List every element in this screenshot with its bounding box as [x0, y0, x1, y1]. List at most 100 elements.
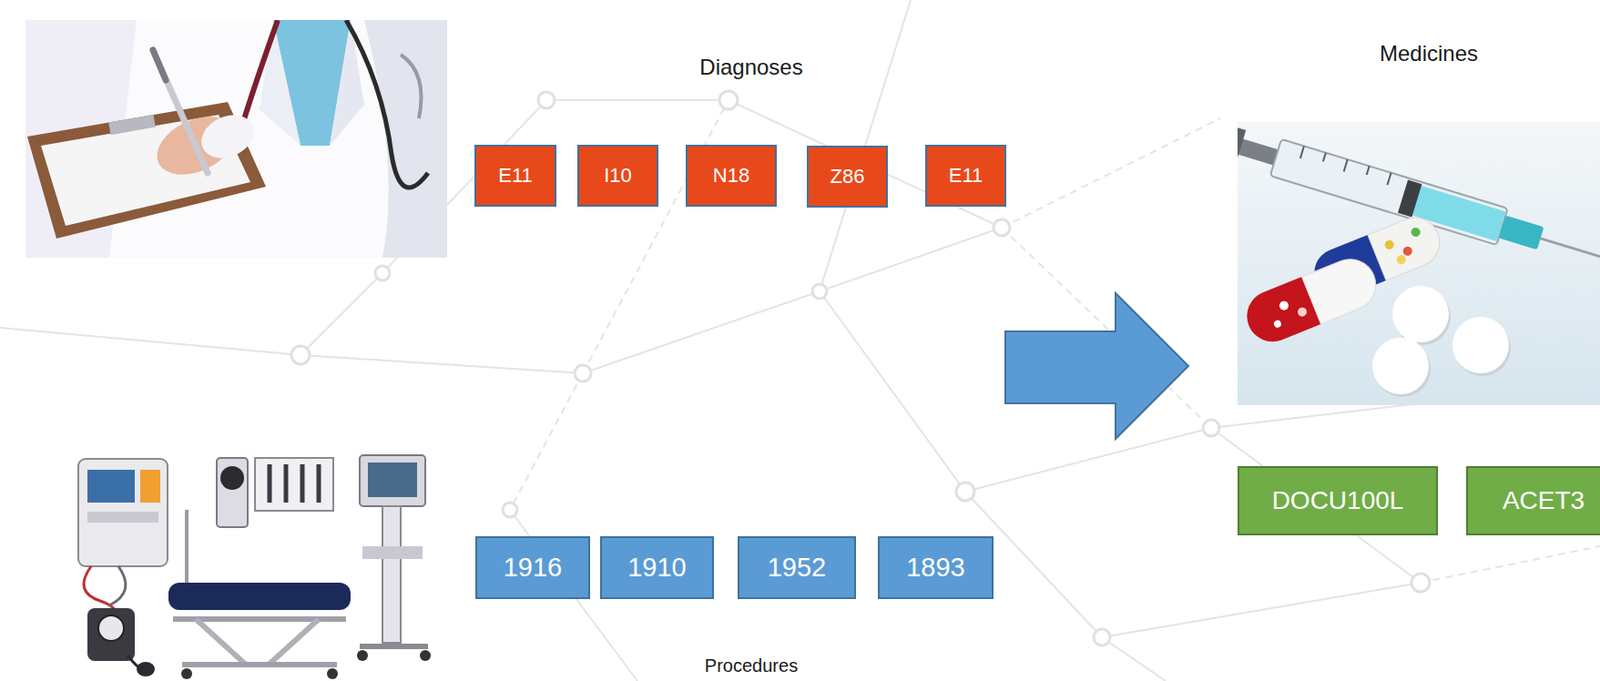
art-shape [267, 464, 273, 503]
wall-unit [216, 458, 334, 528]
art-shape [316, 464, 322, 503]
art-shape [812, 284, 827, 299]
section-heading-holder: Diagnoses [695, 54, 806, 81]
art-shape [546, 99, 729, 102]
art-shape [1452, 316, 1509, 374]
art-shape [181, 668, 193, 680]
art-shape [362, 546, 423, 560]
art-shape [152, 50, 208, 174]
art-shape [364, 20, 448, 258]
art-shape [346, 20, 429, 188]
section-heading: Diagnoses [695, 54, 806, 80]
art-shape [1300, 145, 1305, 158]
art-shape [291, 346, 310, 365]
art-shape [819, 227, 1002, 292]
code-text: 1893 [906, 552, 966, 583]
defibrillator [78, 458, 168, 629]
code-text: ACET3 [1502, 486, 1585, 516]
medicine-code-box: DOCU100L [1237, 466, 1438, 536]
art-shape [356, 650, 368, 662]
art-shape [367, 462, 418, 498]
art-shape [819, 291, 966, 492]
art-shape [359, 455, 426, 507]
art-shape [1372, 337, 1429, 395]
ultrasound-cart [356, 455, 431, 662]
white-pills [1372, 285, 1511, 398]
art-shape [1386, 173, 1391, 185]
art-shape [1302, 251, 1385, 325]
art-shape [1498, 215, 1545, 251]
code-text: E11 [498, 163, 533, 187]
art-shape [87, 511, 159, 523]
art-shape [1383, 238, 1396, 251]
art-shape [168, 582, 351, 611]
art-shape [582, 291, 820, 374]
art-shape [1237, 122, 1600, 406]
art-shape [300, 273, 383, 356]
art-shape [87, 608, 135, 662]
bp-cuff [87, 608, 155, 677]
art-shape [300, 355, 583, 374]
code-text: E11 [948, 163, 984, 187]
art-shape [1323, 152, 1326, 163]
art-shape [27, 101, 266, 239]
art-shape [184, 509, 189, 583]
art-shape [182, 662, 337, 668]
art-shape [1397, 179, 1422, 217]
diagnosis-code-box: N18 [685, 144, 777, 207]
art-shape [220, 466, 245, 490]
code-text: 1910 [627, 552, 687, 583]
art-shape [1392, 285, 1449, 343]
art-shape [1367, 210, 1448, 281]
procedure-code-box: 1893 [877, 536, 994, 600]
art-shape [993, 219, 1010, 236]
red-capsule [1239, 251, 1384, 349]
medicine-photo [1237, 122, 1600, 406]
stretcher [168, 509, 351, 680]
art-shape [269, 464, 319, 503]
art-shape [1300, 145, 1392, 185]
art-shape [1237, 127, 1246, 164]
code-text: DOCU100L [1272, 486, 1405, 516]
code-text: N18 [713, 163, 750, 187]
art-shape [194, 106, 262, 166]
code-text: 1916 [503, 552, 563, 583]
art-shape [1411, 573, 1430, 592]
section-heading-holder: Procedures [701, 655, 802, 677]
flow-arrow [1005, 293, 1189, 439]
diagnosis-code-box: E11 [925, 144, 1007, 207]
art-shape [0, 327, 301, 356]
art-shape [509, 373, 583, 510]
syringe [1237, 125, 1600, 282]
art-shape [1366, 165, 1370, 175]
art-shape [300, 464, 306, 503]
art-shape [582, 100, 729, 374]
art-shape [1101, 637, 1166, 681]
code-text: Z86 [830, 164, 866, 188]
art-shape [78, 458, 168, 567]
art-shape [400, 54, 422, 119]
diagnosis-code-box: I10 [577, 144, 659, 207]
art-shape [502, 502, 518, 518]
medicine-code-box: ACET3 [1466, 466, 1600, 536]
art-shape [1202, 419, 1220, 437]
section-heading: Medicines [1375, 40, 1482, 66]
art-shape [254, 458, 334, 511]
art-shape [25, 20, 448, 258]
art-shape [109, 566, 126, 606]
art-shape [98, 615, 124, 642]
art-shape [359, 643, 429, 650]
art-shape [1540, 238, 1600, 264]
art-shape [1296, 305, 1309, 318]
art-shape [152, 50, 166, 81]
art-shape [127, 655, 142, 670]
art-shape [326, 668, 338, 680]
procedure-code-box: 1916 [475, 536, 591, 600]
equipment-illustration [78, 455, 431, 680]
procedure-code-box: 1952 [737, 536, 857, 600]
art-shape [574, 365, 592, 382]
procedure-code-box: 1910 [600, 536, 714, 600]
art-shape [1001, 118, 1221, 228]
